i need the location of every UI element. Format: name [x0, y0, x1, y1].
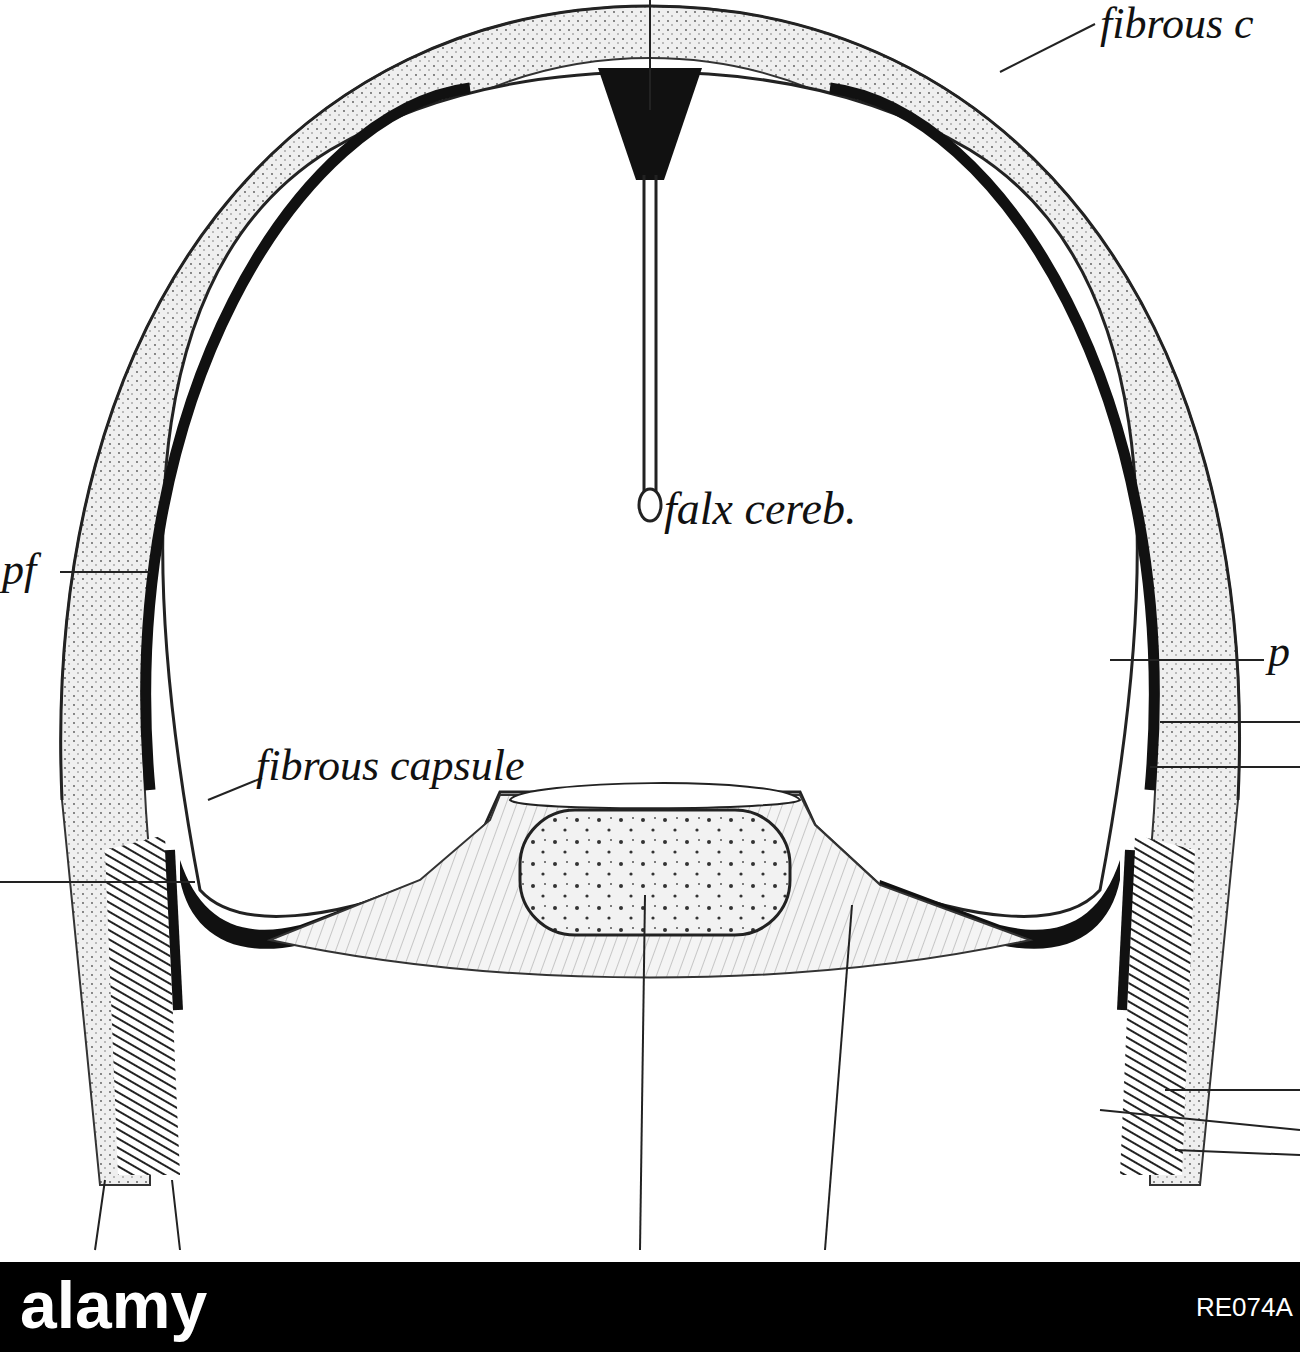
- part-label: falx cereb.: [664, 486, 856, 532]
- part-label: pf: [2, 548, 36, 592]
- watermark: RE074A: [1196, 1294, 1293, 1320]
- part-label: fibrous c: [1100, 2, 1254, 46]
- part-label: fibrous capsule: [256, 744, 524, 788]
- watermark: alamy: [20, 1272, 207, 1338]
- part-label: p: [1268, 630, 1290, 674]
